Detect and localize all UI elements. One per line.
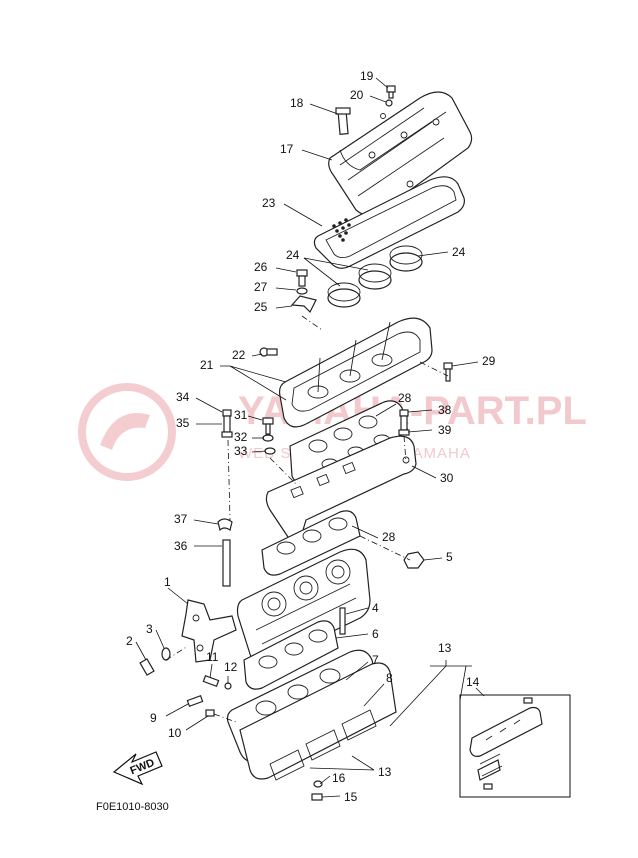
part-bracket-1[interactable] bbox=[181, 599, 237, 663]
callout-1: 1 bbox=[164, 575, 171, 589]
part-cover-gasket[interactable] bbox=[313, 176, 465, 269]
reed-assembly-detail-box[interactable] bbox=[459, 694, 571, 798]
callout-19: 19 bbox=[360, 69, 374, 83]
part-bolt-9[interactable] bbox=[186, 695, 204, 707]
callout-37: 37 bbox=[174, 512, 188, 526]
detail-screw-bottom bbox=[483, 783, 493, 790]
callout-3: 3 bbox=[146, 622, 153, 636]
callout-22: 22 bbox=[232, 348, 246, 362]
part-washer-20[interactable] bbox=[385, 99, 393, 107]
callout-10: 10 bbox=[168, 726, 182, 740]
part-washer-16[interactable] bbox=[313, 780, 323, 788]
part-intake-bracket-30[interactable] bbox=[265, 435, 417, 545]
part-sensor-38-39[interactable] bbox=[398, 409, 410, 436]
callout-26: 26 bbox=[254, 260, 268, 274]
callout-30: 30 bbox=[440, 471, 454, 485]
callout-34: 34 bbox=[176, 390, 190, 404]
part-washer-33[interactable] bbox=[264, 447, 276, 455]
part-stud-4[interactable] bbox=[339, 607, 346, 635]
callout-29: 29 bbox=[482, 354, 496, 368]
part-bolt-19[interactable] bbox=[386, 85, 396, 99]
part-cylinder-head-cover[interactable] bbox=[328, 91, 473, 217]
callout-9: 9 bbox=[150, 711, 157, 725]
part-bolt-11[interactable] bbox=[202, 675, 220, 687]
part-plug-seals[interactable] bbox=[327, 245, 423, 308]
callout-27: 27 bbox=[254, 280, 268, 294]
part-clamp-25[interactable] bbox=[290, 295, 317, 314]
callout-21: 21 bbox=[200, 358, 214, 372]
callout-13-top: 13 bbox=[438, 641, 452, 655]
part-bolt-10[interactable] bbox=[205, 709, 215, 717]
part-clip-37[interactable] bbox=[217, 518, 233, 532]
part-reed-valve-case-8[interactable] bbox=[239, 662, 397, 781]
callout-2: 2 bbox=[126, 634, 133, 648]
callout-25: 25 bbox=[254, 300, 268, 314]
callout-14: 14 bbox=[466, 675, 480, 689]
watermark-logo-icon bbox=[78, 383, 176, 481]
part-manifold-gasket-6[interactable] bbox=[243, 620, 339, 690]
part-bolt-29[interactable] bbox=[443, 362, 453, 382]
callout-labels: 19 20 18 17 23 24 24 26 27 25 22 21 29 3… bbox=[126, 69, 496, 804]
part-bolt-31[interactable] bbox=[262, 417, 274, 435]
part-pipe-36[interactable] bbox=[222, 539, 231, 587]
part-fitting-22[interactable] bbox=[259, 347, 278, 357]
callout-18: 18 bbox=[290, 96, 304, 110]
fwd-arrow-icon: FWD bbox=[112, 751, 163, 786]
part-bolt-2[interactable] bbox=[139, 658, 155, 676]
callout-20: 20 bbox=[350, 88, 364, 102]
watermark-logo-mark bbox=[100, 413, 150, 450]
callout-16: 16 bbox=[332, 771, 346, 785]
callout-13-bottom: 13 bbox=[378, 765, 392, 779]
part-bolt-18[interactable] bbox=[335, 107, 351, 135]
callout-28-upper: 28 bbox=[398, 391, 412, 405]
part-nut-5[interactable] bbox=[403, 551, 425, 569]
drawing-code: F0E1010-8030 bbox=[96, 801, 169, 813]
part-washer-32[interactable] bbox=[262, 434, 274, 442]
part-washer-27[interactable] bbox=[296, 287, 308, 295]
part-bolt-15[interactable] bbox=[311, 793, 323, 801]
callout-35: 35 bbox=[176, 416, 190, 430]
callout-38: 38 bbox=[438, 403, 452, 417]
callout-15: 15 bbox=[344, 790, 358, 804]
callout-23: 23 bbox=[262, 196, 276, 210]
callout-31: 31 bbox=[234, 408, 248, 422]
leader-lines bbox=[135, 77, 485, 798]
callout-17: 17 bbox=[280, 142, 294, 156]
part-cylinder-head-upper[interactable] bbox=[278, 317, 433, 428]
callout-7: 7 bbox=[372, 653, 379, 667]
detail-screw-top bbox=[523, 697, 533, 704]
callout-28-lower: 28 bbox=[382, 530, 396, 544]
assembly-center-lines bbox=[165, 315, 449, 723]
callout-12: 12 bbox=[224, 660, 238, 674]
callout-36: 36 bbox=[174, 539, 188, 553]
callout-8: 8 bbox=[386, 671, 393, 685]
part-sensor-34-35[interactable] bbox=[221, 409, 233, 438]
callout-4: 4 bbox=[372, 601, 379, 615]
callout-24-right: 24 bbox=[452, 245, 466, 259]
part-bolt-26[interactable] bbox=[296, 269, 308, 287]
callout-24-left: 24 bbox=[286, 248, 300, 262]
callout-39: 39 bbox=[438, 423, 452, 437]
part-throttle-body-assembly[interactable] bbox=[236, 548, 371, 665]
detail-box-frame bbox=[459, 694, 571, 798]
callout-32: 32 bbox=[234, 430, 248, 444]
callout-5: 5 bbox=[446, 550, 453, 564]
callout-6: 6 bbox=[372, 627, 379, 641]
callout-33: 33 bbox=[234, 444, 248, 458]
callout-11: 11 bbox=[206, 650, 219, 664]
